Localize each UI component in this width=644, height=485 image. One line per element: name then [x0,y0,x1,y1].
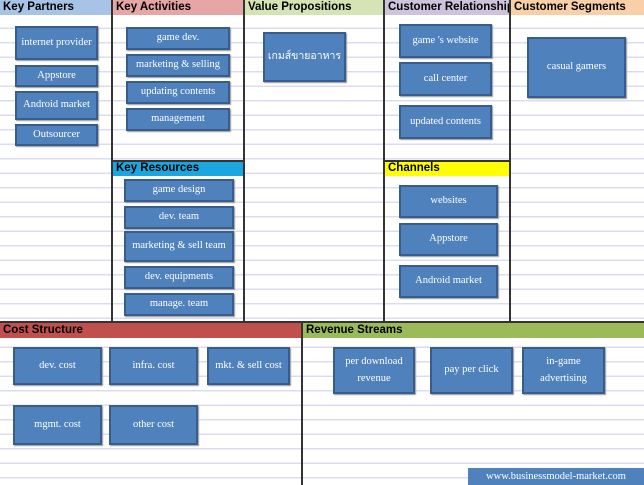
key-activity-box: marketing & selling [126,54,230,77]
cost-box: other cost [109,405,198,445]
header-key-activities: Key Activities [113,0,244,15]
key-resource-box: dev. equipments [124,266,234,289]
key-resource-box: manage. team [124,293,234,316]
divider [301,322,303,485]
footer-website-link[interactable]: www.businessmodel-market.com [468,468,644,485]
key-partner-box: Android market [15,91,98,120]
cost-box: mkt. & sell cost [207,347,290,385]
divider [384,160,510,162]
cost-box: mgmt. cost [13,405,102,445]
value-proposition-box: เกมส์ขายอาหาร [263,32,346,82]
header-key-resources: Key Resources [113,161,244,176]
revenue-box: in-game advertising [522,347,605,394]
channel-box: Appstore [399,223,498,256]
header-revenue-streams: Revenue Streams [303,323,644,338]
cost-box: dev. cost [13,347,102,385]
header-customer-segments: Customer Segments [511,0,644,15]
header-key-partners: Key Partners [0,0,112,15]
cost-box: infra. cost [109,347,198,385]
key-activity-box: updating contents [126,81,230,104]
header-customer-relationships: Customer Relationship [385,0,510,15]
customer-relationship-box: game 's website [399,24,492,58]
key-resource-box: marketing & sell team [124,231,234,262]
key-resource-box: game design [124,179,234,202]
customer-segment-box: casual gamers [527,37,626,98]
divider [112,160,244,162]
key-resource-box: dev. team [124,206,234,229]
key-partner-box: internet provider [15,26,98,60]
key-partner-box: Outsourcer [15,124,98,146]
divider [509,0,511,323]
divider [0,321,644,323]
channel-box: Android market [399,265,498,298]
customer-relationship-box: call center [399,62,492,96]
revenue-box: per download revenue [333,347,415,394]
header-value-propositions: Value Propositions [245,0,384,15]
header-cost-structure: Cost Structure [0,323,302,338]
customer-relationship-box: updated contents [399,105,492,139]
key-activity-box: management [126,108,230,131]
revenue-box: pay per click [430,347,513,394]
key-partner-box: Appstore [15,65,98,87]
channel-box: websites [399,185,498,218]
header-channels: Channels [385,161,510,176]
divider [243,0,245,323]
key-activity-box: game dev. [126,27,230,50]
